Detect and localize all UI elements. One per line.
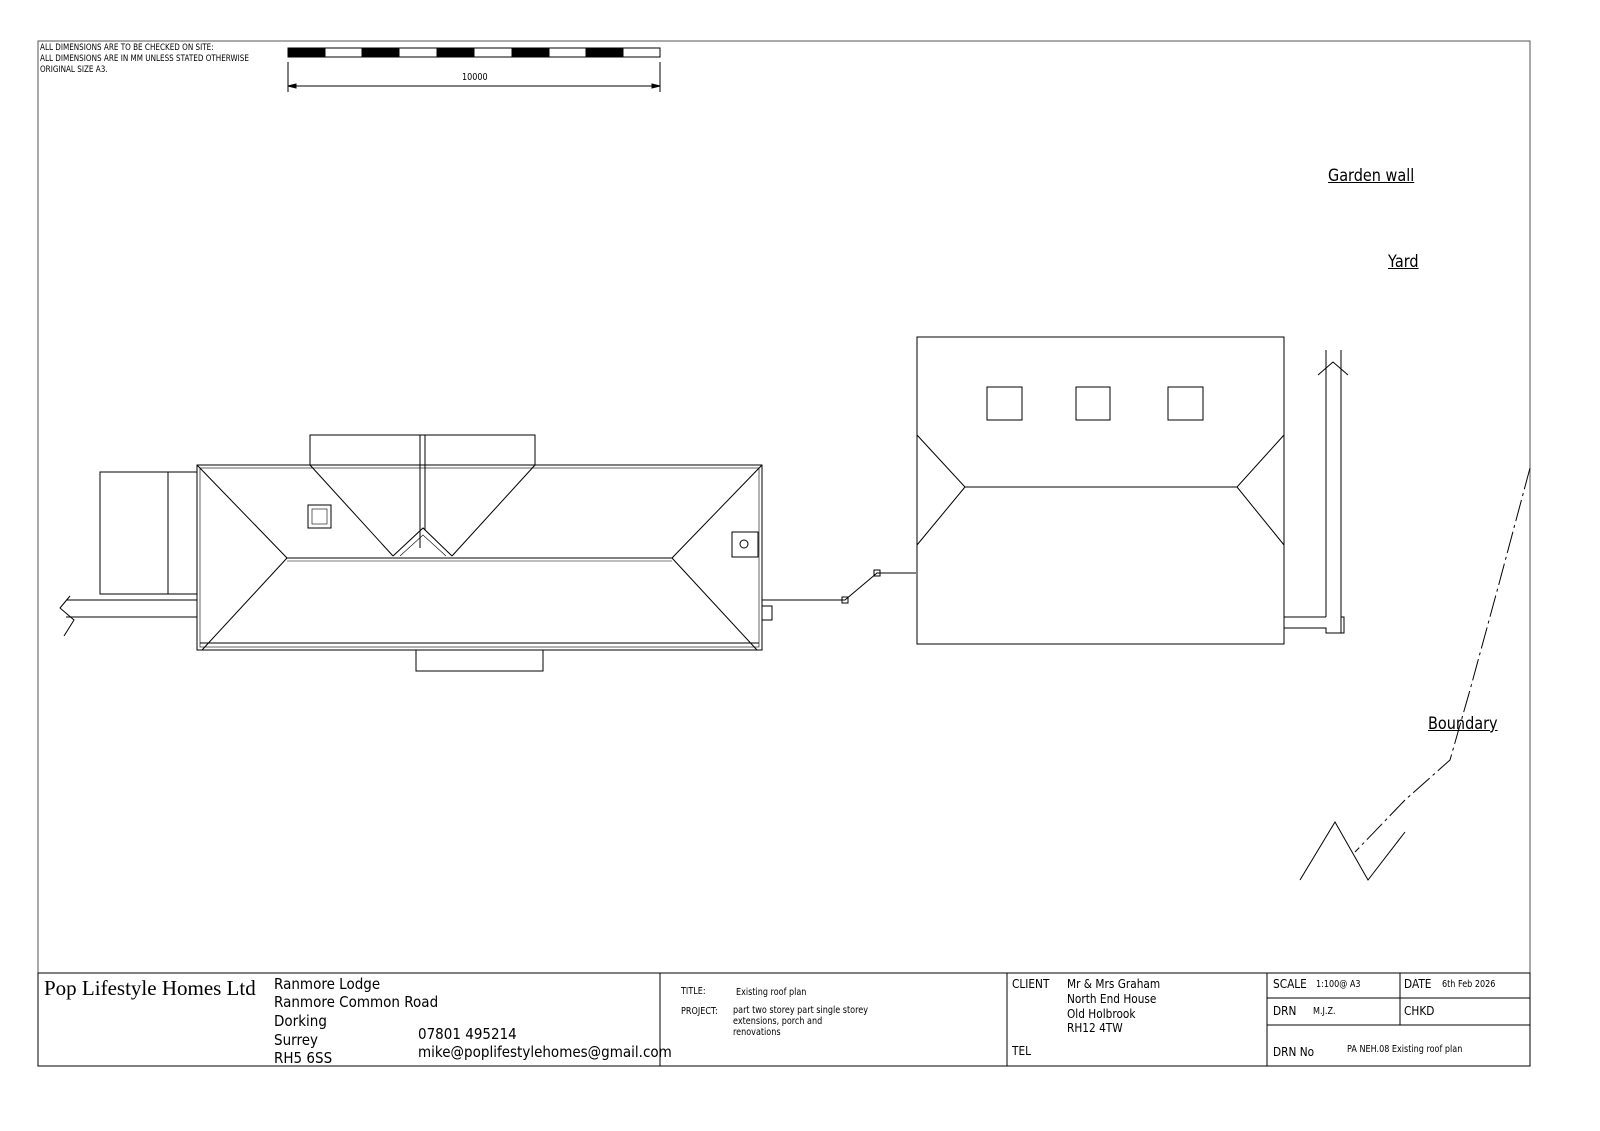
client-line: Old Holbrook [1067, 1007, 1136, 1021]
scale-label: SCALE [1273, 977, 1307, 991]
chkd-label: CHKD [1404, 1004, 1435, 1018]
client-line: North End House [1067, 992, 1157, 1006]
project-line: extensions, porch and [733, 1016, 823, 1027]
note-line: ALL DIMENSIONS ARE TO BE CHECKED ON SITE… [40, 43, 214, 53]
boundary-line [1299, 467, 1531, 881]
address-line: Ranmore Lodge [274, 975, 381, 993]
drn-no-value: PA NEH.08 Existing roof plan [1347, 1044, 1463, 1055]
scale-value: 1:100@ A3 [1316, 979, 1361, 990]
drn-label: DRN [1273, 1004, 1297, 1018]
drawing-title: Existing roof plan [736, 987, 807, 998]
client-line: Mr & Mrs Graham [1067, 977, 1161, 991]
scale-bar [287, 47, 661, 92]
client-label: CLIENT [1012, 977, 1050, 991]
project-line: part two storey part single storey [733, 1005, 868, 1016]
outbuilding-roof [916, 336, 1349, 645]
project-line: renovations [733, 1027, 781, 1038]
drn-value: M.J.Z. [1313, 1006, 1336, 1017]
garden-wall-label: Garden wall [1328, 166, 1415, 186]
address-line: Ranmore Common Road [274, 993, 439, 1011]
boundary-label: Boundary [1428, 714, 1498, 734]
yard-label: Yard [1388, 252, 1419, 272]
note-line: ALL DIMENSIONS ARE IN MM UNLESS STATED O… [40, 54, 249, 64]
tel-label: TEL [1012, 1044, 1032, 1058]
drawing-border [37, 40, 1531, 1067]
company-phone: 07801 495214 [418, 1025, 517, 1043]
address-line: Dorking [274, 1012, 327, 1030]
title-label: TITLE: [681, 986, 706, 997]
title-block [37, 972, 1531, 1067]
company-name: Pop Lifestyle Homes Ltd [44, 976, 256, 1000]
address-line: RH5 6SS [274, 1049, 333, 1067]
client-line: RH12 4TW [1067, 1021, 1123, 1035]
date-label: DATE [1404, 977, 1432, 991]
note-line: ORIGINAL SIZE A3. [40, 65, 108, 75]
main-house-roof [59, 434, 773, 672]
company-email: mike@poplifestylehomes@gmail.com [418, 1043, 672, 1061]
date-value: 6th Feb 2026 [1442, 979, 1496, 990]
drn-no-label: DRN No [1273, 1045, 1315, 1059]
scale-bar-label: 10000 [462, 72, 488, 83]
address-line: Surrey [274, 1031, 318, 1049]
project-label: PROJECT: [681, 1006, 718, 1017]
connecting-wall [762, 569, 916, 604]
